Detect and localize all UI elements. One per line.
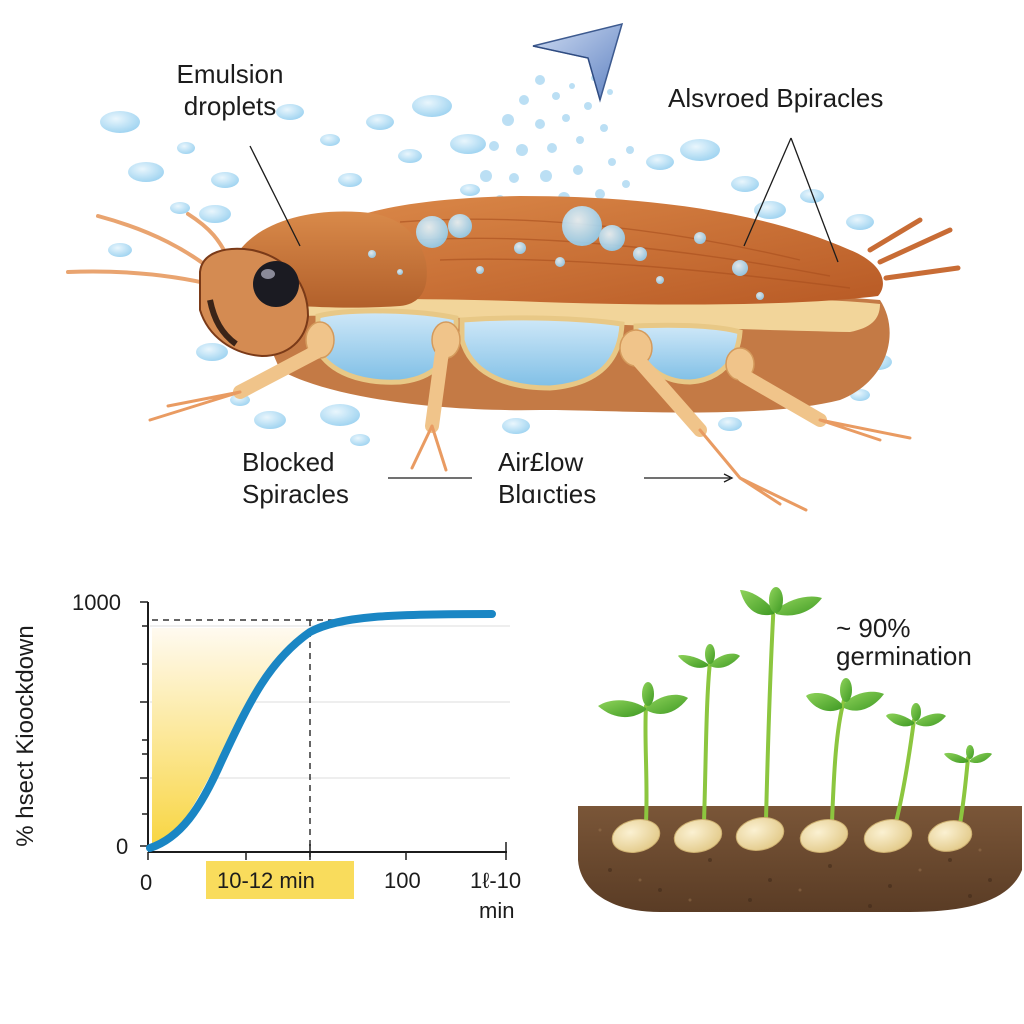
x-tick-100: 100 — [384, 868, 421, 893]
x-tick-10-12-min: 10-12 min — [217, 868, 315, 893]
x-tick-0: 0 — [140, 870, 153, 895]
germination-percent: ~ 90% — [836, 613, 911, 643]
x-tick-end: 1ℓ-10 — [470, 868, 522, 893]
highlight-10-12-min — [206, 861, 354, 899]
label-airflow-blocked: Air£low Blɑıcties — [498, 447, 597, 509]
spray-nozzle-icon — [532, 22, 624, 103]
label-absorbed-spiracles: Alsvroed Bpiracles — [668, 83, 884, 113]
germination-panel: ~ 90% germination — [570, 570, 1024, 930]
chart-plot — [140, 601, 510, 860]
knockdown-curve — [146, 610, 496, 852]
label-emulsion-droplets: Emulsion droplets — [176, 59, 284, 121]
y-axis-label: % hsect Kioockdown — [12, 625, 39, 847]
insect-eye — [253, 261, 299, 307]
label-blocked-spiracles: Blocked Spiracles — [242, 447, 349, 509]
insect-panel: Emulsion droplets Alsvroed Bpiracles Blo… — [66, 22, 961, 512]
y-tick-0: 0 — [116, 834, 129, 859]
germination-label: germination — [836, 641, 972, 671]
y-tick-1000: 1000 — [72, 590, 121, 615]
knockdown-chart: 1000 0 % hsect Kioockdown 0 10-12 min 10… — [0, 560, 560, 960]
droplet-cloud — [66, 22, 961, 512]
x-tick-unit: min — [479, 898, 515, 923]
seedlings-illustration — [578, 587, 1022, 912]
